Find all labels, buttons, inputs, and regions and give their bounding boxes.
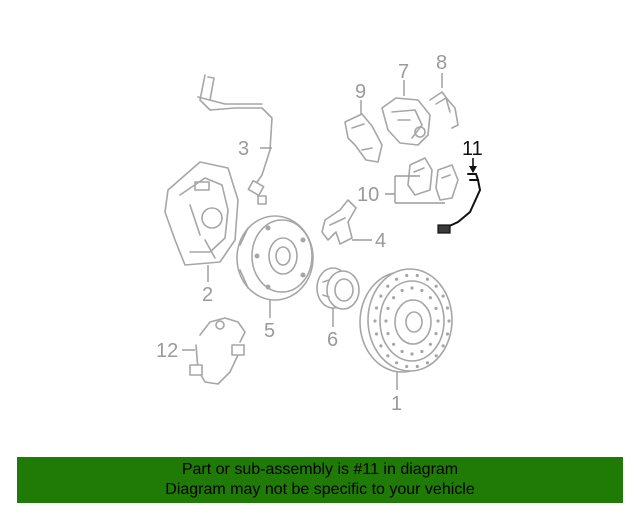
rotor-hole bbox=[373, 319, 377, 323]
rotor-hole bbox=[425, 277, 429, 281]
part-4-bracket bbox=[321, 199, 357, 245]
banner-line-1: Part or sub-assembly is #11 in diagram bbox=[181, 461, 459, 478]
rotor-hole bbox=[400, 288, 404, 293]
callout-12: 12 bbox=[156, 340, 178, 362]
rotor-hole bbox=[386, 332, 390, 336]
part-5-wheel-hub bbox=[236, 215, 314, 301]
part-10-brake-pads bbox=[407, 157, 459, 201]
rotor-hole bbox=[447, 319, 451, 323]
rotor-hole bbox=[410, 286, 414, 290]
rotor-hole bbox=[445, 306, 450, 310]
callout-8: 8 bbox=[436, 52, 447, 74]
rotor-hole bbox=[374, 306, 379, 310]
callout-2: 2 bbox=[202, 284, 213, 306]
callout-1: 1 bbox=[391, 393, 402, 415]
rotor-drill-holes bbox=[373, 273, 451, 369]
leader-11-arrow bbox=[469, 166, 477, 173]
part-1-brake-rotor bbox=[359, 268, 453, 373]
rotor-hole bbox=[441, 344, 445, 348]
rotor-hole bbox=[405, 273, 409, 278]
callout-11: 11 bbox=[462, 138, 483, 160]
part-3-speed-sensor bbox=[197, 74, 273, 205]
part-2-dust-shield bbox=[164, 161, 239, 266]
leader-10 bbox=[385, 175, 445, 204]
rotor-hole bbox=[392, 296, 396, 300]
callout-6: 6 bbox=[327, 329, 338, 351]
rotor-hole bbox=[428, 296, 432, 300]
rotor-hole bbox=[405, 364, 409, 369]
part-12-brake-hose bbox=[189, 317, 246, 385]
rotor-hole bbox=[379, 294, 383, 298]
rotor-hole bbox=[384, 319, 388, 323]
rotor-hole bbox=[420, 349, 424, 354]
rotor-hole bbox=[434, 284, 438, 288]
rotor-hole bbox=[434, 332, 438, 336]
callout-10: 10 bbox=[357, 184, 379, 206]
part-6-bearing bbox=[316, 267, 360, 310]
rotor-hole bbox=[400, 349, 404, 354]
rotor-hole bbox=[415, 273, 419, 278]
rotor-hole bbox=[395, 277, 399, 281]
rotor-hole bbox=[425, 361, 429, 365]
rotor-hole bbox=[410, 352, 414, 356]
rotor-hole bbox=[436, 319, 440, 323]
banner-line-2: Diagram may not be specific to your vehi… bbox=[165, 481, 475, 498]
rotor-hole bbox=[434, 354, 438, 358]
exploded-parts-diagram: 3 2 5 4 6 bbox=[156, 52, 483, 415]
rotor-hole bbox=[395, 361, 399, 365]
part-8-pad-clip bbox=[429, 91, 459, 129]
part-9-carrier bbox=[344, 113, 383, 163]
callout-3: 3 bbox=[238, 138, 249, 160]
footer-banner: Part or sub-assembly is #11 in diagram D… bbox=[17, 457, 623, 503]
rotor-hole bbox=[386, 306, 390, 310]
callout-5: 5 bbox=[264, 320, 275, 342]
part-11-wear-sensor bbox=[437, 173, 482, 234]
rotor-hole bbox=[428, 342, 432, 346]
rotor-hole bbox=[392, 342, 396, 346]
rotor-hole bbox=[386, 354, 390, 358]
rotor-hole bbox=[445, 332, 450, 336]
rotor-hole bbox=[441, 294, 445, 298]
callout-9: 9 bbox=[355, 81, 366, 103]
rotor-hole bbox=[374, 332, 379, 336]
callout-7: 7 bbox=[398, 61, 409, 83]
rotor-hole bbox=[379, 344, 383, 348]
rotor-hole bbox=[434, 306, 438, 310]
part-7-caliper bbox=[381, 97, 431, 146]
callout-4: 4 bbox=[375, 230, 386, 252]
rotor-hole bbox=[420, 288, 424, 293]
rotor-hole bbox=[386, 284, 390, 288]
rotor-hole bbox=[415, 364, 419, 369]
